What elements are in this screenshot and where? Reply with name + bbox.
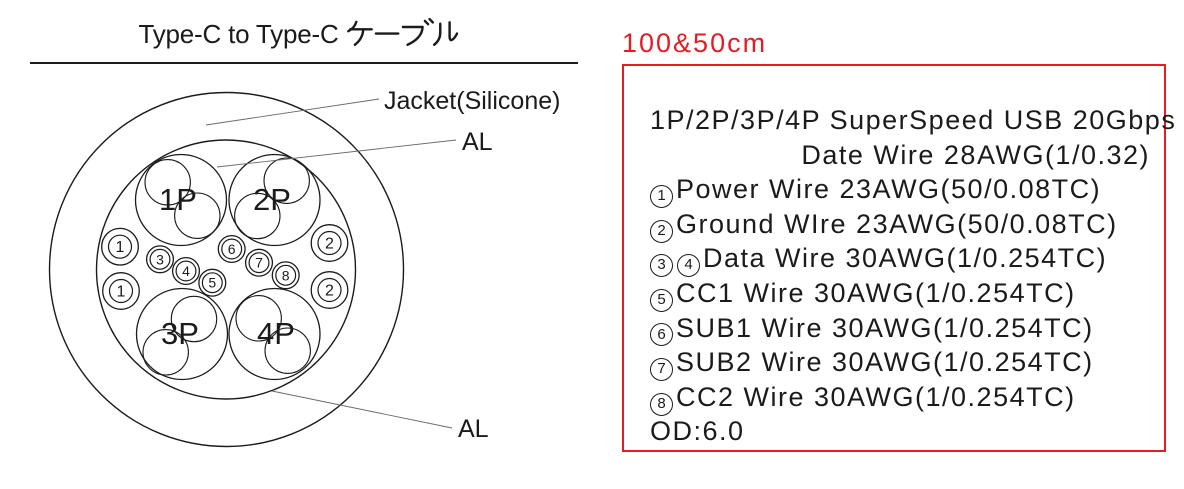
circled-number-badge: 2 <box>650 219 673 243</box>
spec-line-text: SUB2 Wire 30AWG(1/0.254TC) <box>676 347 1094 378</box>
wire-circle-8: 8 <box>271 261 300 290</box>
circled-number-badge: 4 <box>677 254 700 278</box>
svg-text:1: 1 <box>116 239 125 256</box>
svg-text:1: 1 <box>117 284 126 301</box>
cable-cross-section-diagram: 1P 2P 3P 4P 1 <box>48 87 560 448</box>
wire-circle-5: 5 <box>198 268 227 297</box>
pair-3p-label: 3P <box>161 316 199 351</box>
circled-number-badge: 1 <box>650 184 673 208</box>
svg-text:6: 6 <box>228 241 236 257</box>
spec-line-text: Date Wire 28AWG(1/0.32) <box>801 139 1150 170</box>
pair-1p: 1P <box>134 153 228 247</box>
spec-line-text: CC1 Wire 30AWG(1/0.254TC) <box>676 277 1076 308</box>
wire-circle-4: 4 <box>171 256 201 286</box>
label-al-top: AL <box>462 128 493 156</box>
pair-3p: 3P <box>135 287 229 381</box>
al-shield-circle <box>95 139 357 400</box>
spec-line-text: Data Wire 30AWG(1/0.254TC) <box>703 243 1108 274</box>
title-latin-text: Type-C to Type-C <box>138 18 339 49</box>
spec-line-text: 1P/2P/3P/4P SuperSpeed USB 20Gbps <box>650 105 1177 135</box>
spec-line: 1P/2P/3P/4P SuperSpeed USB 20Gbps <box>650 103 1175 138</box>
spec-line-text: OD:6.0 <box>650 416 745 447</box>
spec-line-text: CC2 Wire 30AWG(1/0.254TC) <box>676 381 1076 412</box>
svg-text:2: 2 <box>325 236 334 253</box>
svg-text:4: 4 <box>182 263 190 279</box>
spec-line-text: Power Wire 23AWG(50/0.08TC) <box>676 174 1102 205</box>
wire-circle-7: 7 <box>244 248 274 277</box>
circled-number-badge: 8 <box>650 392 673 416</box>
pair-1p-label: 1P <box>159 182 197 217</box>
svg-text:3: 3 <box>156 251 164 267</box>
wire-circle-power-b: 1 <box>102 272 140 310</box>
leader-line-jacket <box>205 98 380 126</box>
title-kana-glyphs <box>346 18 458 46</box>
wire-circle-3: 3 <box>145 245 175 274</box>
leader-line-al-top <box>216 139 457 168</box>
pair-4p: 4P <box>228 287 321 381</box>
page-title: Type-C to Type-C <box>8 16 588 52</box>
circled-number-badge: 3 <box>650 254 673 278</box>
spec-line-text: SUB1 Wire 30AWG(1/0.254TC) <box>676 312 1094 343</box>
circled-number-badge: 6 <box>650 323 673 347</box>
title-underline <box>30 62 578 64</box>
length-heading: 100&50cm <box>622 28 768 58</box>
svg-text:5: 5 <box>208 275 216 291</box>
wire-circle-6: 6 <box>217 234 246 264</box>
jacket-circle <box>48 91 405 448</box>
label-jacket: Jacket(Silicone) <box>384 87 560 115</box>
wire-circle-power-a: 1 <box>101 227 139 266</box>
leader-line-al-bottom <box>271 390 453 429</box>
pair-2p: 2P <box>228 153 321 247</box>
spec-line: OD:6.0 <box>650 414 1150 449</box>
spec-line: Date Wire 28AWG(1/0.32) <box>650 138 1150 173</box>
svg-text:2: 2 <box>325 283 334 300</box>
circled-number-badge: 7 <box>650 357 673 381</box>
svg-text:8: 8 <box>282 267 290 283</box>
pair-4p-label: 4P <box>257 316 295 351</box>
wire-circle-ground-b: 2 <box>310 271 349 309</box>
wire-circle-ground-a: 2 <box>310 224 349 262</box>
svg-text:7: 7 <box>255 255 263 271</box>
spec-line-text: Ground WIre 23AWG(50/0.08TC) <box>676 208 1118 239</box>
pair-2p-label: 2P <box>253 182 291 217</box>
circled-number-badge: 5 <box>650 288 673 312</box>
label-al-bottom: AL <box>458 415 489 443</box>
